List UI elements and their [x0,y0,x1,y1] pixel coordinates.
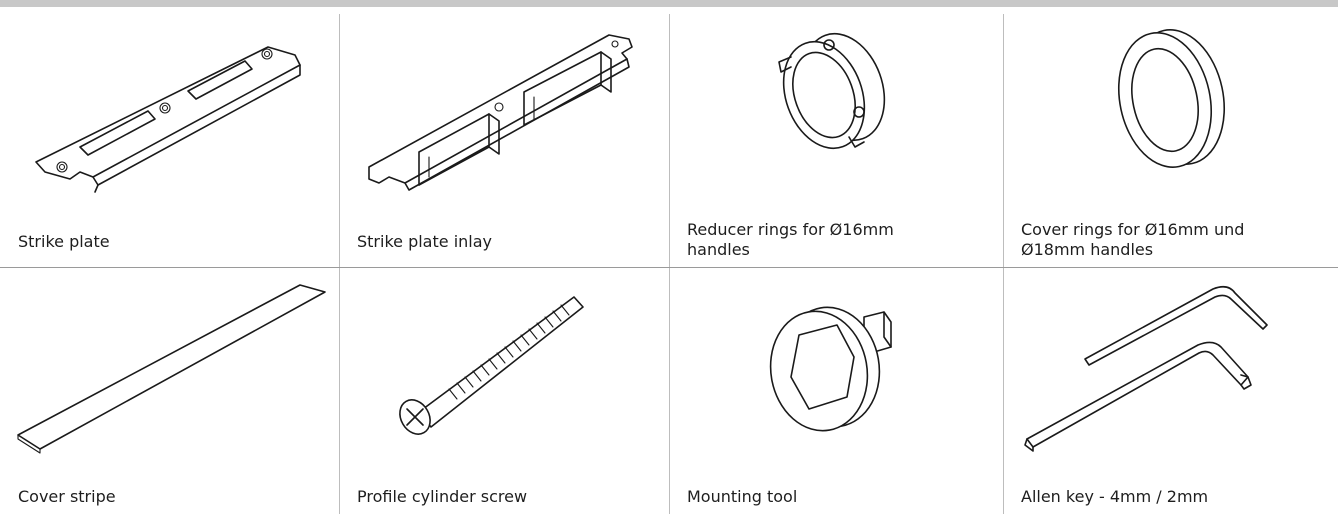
item-label: Strike plate inlay [357,232,492,251]
grid-cell-allen-key: Allen key - 4mm / 2mm [1003,267,1338,521]
header-bar [0,0,1338,7]
grid-cell-strike-plate-inlay: Strike plate inlay [339,7,669,267]
item-label: Allen key - 4mm / 2mm [1021,487,1209,506]
item-label: Cover stripe [18,487,116,506]
grid-cell-cover-stripe: Cover stripe [0,267,339,521]
item-label: Strike plate [18,232,110,251]
grid-cell-mounting-tool: Mounting tool [669,267,1003,521]
grid-cell-profile-cylinder-screw: Profile cylinder screw [339,267,669,521]
accessories-grid: Strike plate Strike plate inlay [0,7,1338,521]
column-divider [669,14,670,514]
column-divider [1003,14,1004,514]
grid-cell-strike-plate: Strike plate [0,7,339,267]
item-label: Profile cylinder screw [357,487,528,506]
row-divider [0,267,1338,268]
item-label: Mounting tool [687,487,798,506]
column-divider [339,14,340,514]
